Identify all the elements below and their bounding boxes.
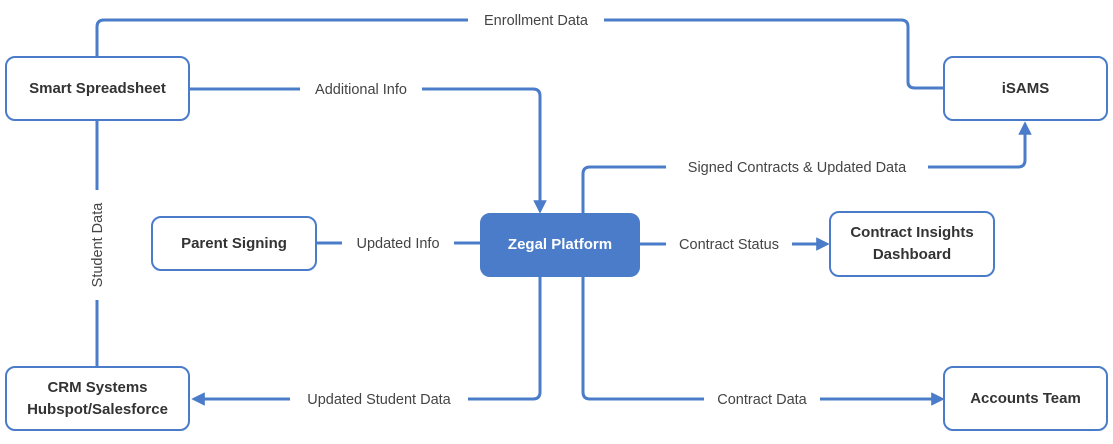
edge-additional-info-line [190,87,547,214]
edge-signed-contracts-label: Signed Contracts & Updated Data [688,160,907,176]
node-parent-signing-label: Parent Signing [181,234,287,252]
edge-enrollment-data-label: Enrollment Data [484,13,589,29]
edge-signed-contracts-label-bg [666,157,928,177]
edge-updated-student-data-line [191,277,542,406]
edge-student-data-label: Student Data [90,202,106,288]
node-crm-systems-line1: CRM Systems [47,378,148,396]
edge-contract-data-label: Contract Data [717,392,807,408]
node-crm-systems-line2: Hubspot/Salesforce [27,400,168,418]
node-contract-insights-line1: Contract Insights [850,224,974,241]
edge-additional-info-label: Additional Info [315,82,407,98]
edge-updated-info-label-bg [342,233,454,253]
node-isams[interactable]: iSAMS [943,56,1108,121]
node-contract-insights-line2: Dashboard [872,246,952,263]
node-zegal-platform[interactable]: Zegal Platform [480,213,640,277]
node-zegal-platform-label: Zegal Platform [507,236,613,253]
edge-enrollment-data-line [95,18,944,90]
edge-updated-student-data-label: Updated Student Data [307,392,451,408]
node-accounts-team-label: Accounts Team [970,389,1081,407]
node-smart-spreadsheet[interactable]: Smart Spreadsheet [5,56,190,121]
edge-contract-data-label-bg [704,389,820,409]
edge-updated-student-data-label-bg [290,389,468,409]
node-isams-label: iSAMS [1001,79,1050,97]
node-crm-systems[interactable]: CRM Systems Hubspot/Salesforce [5,366,190,431]
edge-additional-info-label-bg [300,79,422,99]
edge-student-data-label-bg [87,190,107,300]
edge-updated-info-label: Updated Info [356,236,439,252]
node-contract-insights-dashboard[interactable]: Contract Insights Dashboard [829,211,995,277]
node-accounts-team[interactable]: Accounts Team [943,366,1108,431]
edge-enrollment-data-label-bg [468,10,604,30]
edge-contract-status-label: Contract Status [679,237,779,253]
edge-contract-data-line [581,277,945,406]
node-parent-signing[interactable]: Parent Signing [151,216,317,271]
edge-contract-status-label-bg [666,234,792,254]
node-smart-spreadsheet-label: Smart Spreadsheet [29,79,166,97]
